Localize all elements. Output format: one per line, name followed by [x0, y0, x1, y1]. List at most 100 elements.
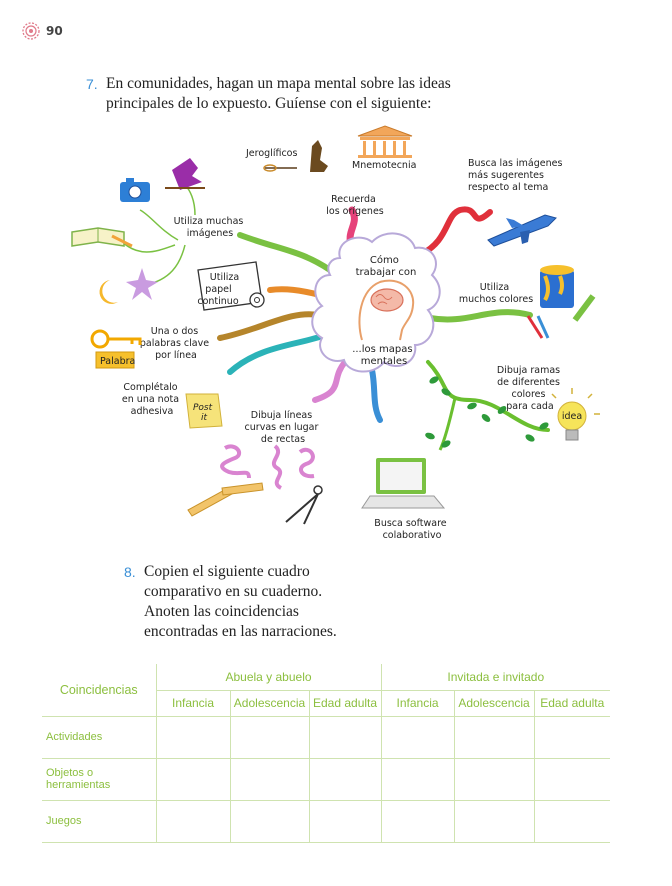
table-cell: [155, 757, 231, 801]
row-label-juegos: Juegos: [42, 799, 157, 843]
compass-icon: [285, 485, 323, 525]
branch-left-bottom: [227, 332, 328, 375]
leaves-icon: [425, 376, 549, 448]
center-top-line-2: trabajar con: [356, 267, 417, 278]
subheader-infancia-2: Infancia: [380, 689, 455, 717]
branch-small-1: [139, 209, 179, 241]
table-row: Actividades: [42, 715, 611, 759]
label-palabras: Una o dos palabras clave por línea: [140, 326, 212, 361]
table-cell: [533, 715, 611, 759]
label-ramas: Dibuja ramas de diferentes colores para …: [497, 365, 563, 412]
idea-text: idea: [562, 411, 582, 422]
center-bottom-line-2: mentales: [361, 356, 407, 367]
witch-icon: [165, 158, 205, 190]
label-jeroglificos: Jeroglíficos: [245, 148, 297, 159]
table-row: Juegos: [42, 799, 611, 843]
subheader-adolescencia-2: Adolescencia: [453, 689, 535, 717]
paint-bucket-icon: [526, 265, 596, 339]
laptop-icon: [361, 458, 446, 509]
page-header: 90: [22, 22, 63, 40]
table-cell: [380, 757, 455, 801]
branch-small-4: [184, 184, 196, 216]
label-lineas: Dibuja líneas curvas en lugar de rectas: [245, 410, 322, 445]
branch-bottom: [369, 367, 383, 423]
subheader-edad-adulta-1: Edad adulta: [308, 689, 382, 717]
lightbulb-icon: [551, 388, 600, 441]
table-cell: [380, 715, 455, 759]
question-8-line-1: Copien el siguiente cuadro: [144, 563, 310, 580]
table-cell: [533, 757, 611, 801]
center-top-line-1: Cómo: [370, 254, 399, 266]
table-cell: [453, 715, 535, 759]
table-cell: [155, 799, 231, 843]
table-cell: [229, 715, 310, 759]
table-cell: [533, 799, 611, 843]
table-corner-header: Coincidencias: [42, 664, 157, 717]
label-recuerda: Recuerda los orígenes: [326, 194, 384, 217]
table-cell: [308, 799, 382, 843]
postit-text: Post it: [193, 403, 215, 423]
flower-ornament-icon: [22, 22, 40, 40]
table-cell: [229, 757, 310, 801]
branch-left-mid: [267, 286, 323, 298]
question-7-line-2: principales de lo expuesto. Guíense con …: [106, 95, 432, 112]
hieroglyph-icon: [263, 140, 328, 172]
question-8-line-2: comparativo en su cuaderno.: [144, 583, 323, 600]
svg-text:Cómo trabajar con: Cómo trabajar con: [356, 254, 417, 278]
question-8: 8. Copien el siguiente cuadro comparativ…: [124, 562, 337, 642]
subheader-infancia-1: Infancia: [156, 689, 231, 717]
question-7: 7. En comunidades, hagan un mapa mental …: [86, 74, 451, 114]
branch-top-right: [417, 206, 493, 258]
branch-right: [427, 309, 533, 323]
branch-green-vine: [426, 360, 550, 432]
subheader-adolescencia-1: Adolescencia: [229, 689, 310, 717]
temple-icon: [357, 125, 413, 158]
question-7-number: 7.: [86, 76, 98, 92]
table-cell: [308, 757, 382, 801]
star-icon: [126, 268, 158, 300]
table-cell: [453, 757, 535, 801]
question-8-line-4: encontradas en las narraciones.: [144, 623, 337, 640]
center-bottom-line-1: ...los mapas: [352, 344, 412, 355]
label-utiliza-imagenes: Utiliza muchas imágenes: [174, 216, 247, 239]
ruler-icon: [187, 482, 264, 517]
group-header-abuelos: Abuela y abuelo: [155, 664, 382, 691]
branch-vine-2: [438, 397, 457, 451]
branch-small-2: [119, 239, 176, 253]
postit-icon: [185, 393, 223, 429]
table-row: Objetos o herramientas: [42, 757, 611, 801]
page-number: 90: [46, 24, 63, 38]
key-tag-icon: [90, 329, 142, 369]
label-nota: Complétalo en una nota adhesiva: [122, 382, 182, 417]
table-cell: [453, 799, 535, 843]
label-colores: Utiliza muchos colores: [459, 282, 533, 305]
paper-roll-icon: [197, 261, 265, 311]
question-7-line-1: En comunidades, hagan un mapa mental sob…: [106, 75, 451, 92]
question-8-number: 8.: [124, 564, 136, 580]
brain-head-icon: [358, 279, 415, 341]
moon-icon: [99, 280, 118, 304]
subheader-edad-adulta-2: Edad adulta: [533, 689, 611, 717]
table-cell: [155, 715, 231, 759]
comparison-table: Coincidencias Abuela y abuelo Invitada e…: [42, 664, 611, 843]
camera-icon: [120, 178, 150, 202]
center-cloud: Cómo trabajar con ...los mapas mentales: [311, 232, 441, 373]
branch-left-low: [217, 311, 321, 341]
row-label-actividades: Actividades: [42, 715, 157, 759]
label-busca-imagenes: Busca las imágenes más sugerentes respec…: [468, 158, 565, 193]
row-label-objetos: Objetos o herramientas: [42, 757, 157, 801]
svg-text:...los mapas mentales: ...los mapas mentales: [352, 344, 416, 367]
table-cell: [229, 799, 310, 843]
branch-left-top: [237, 232, 333, 273]
label-software: Busca software colaborativo: [374, 518, 449, 541]
label-papel: Utiliza papel continuo: [197, 272, 242, 307]
airplane-icon: [487, 214, 557, 247]
book-icon: [71, 227, 133, 248]
table-cell: [308, 715, 382, 759]
label-mnemotecnia: Mnemotecnia: [352, 160, 416, 171]
palabra-tag-text: Palabra: [100, 356, 135, 367]
group-header-invitados: Invitada e invitado: [380, 664, 611, 691]
mind-map: Cómo trabajar con ...los mapas mentales …: [71, 125, 600, 541]
curly-lines-icon: [220, 444, 315, 490]
branch-bottom-left: [312, 359, 348, 403]
